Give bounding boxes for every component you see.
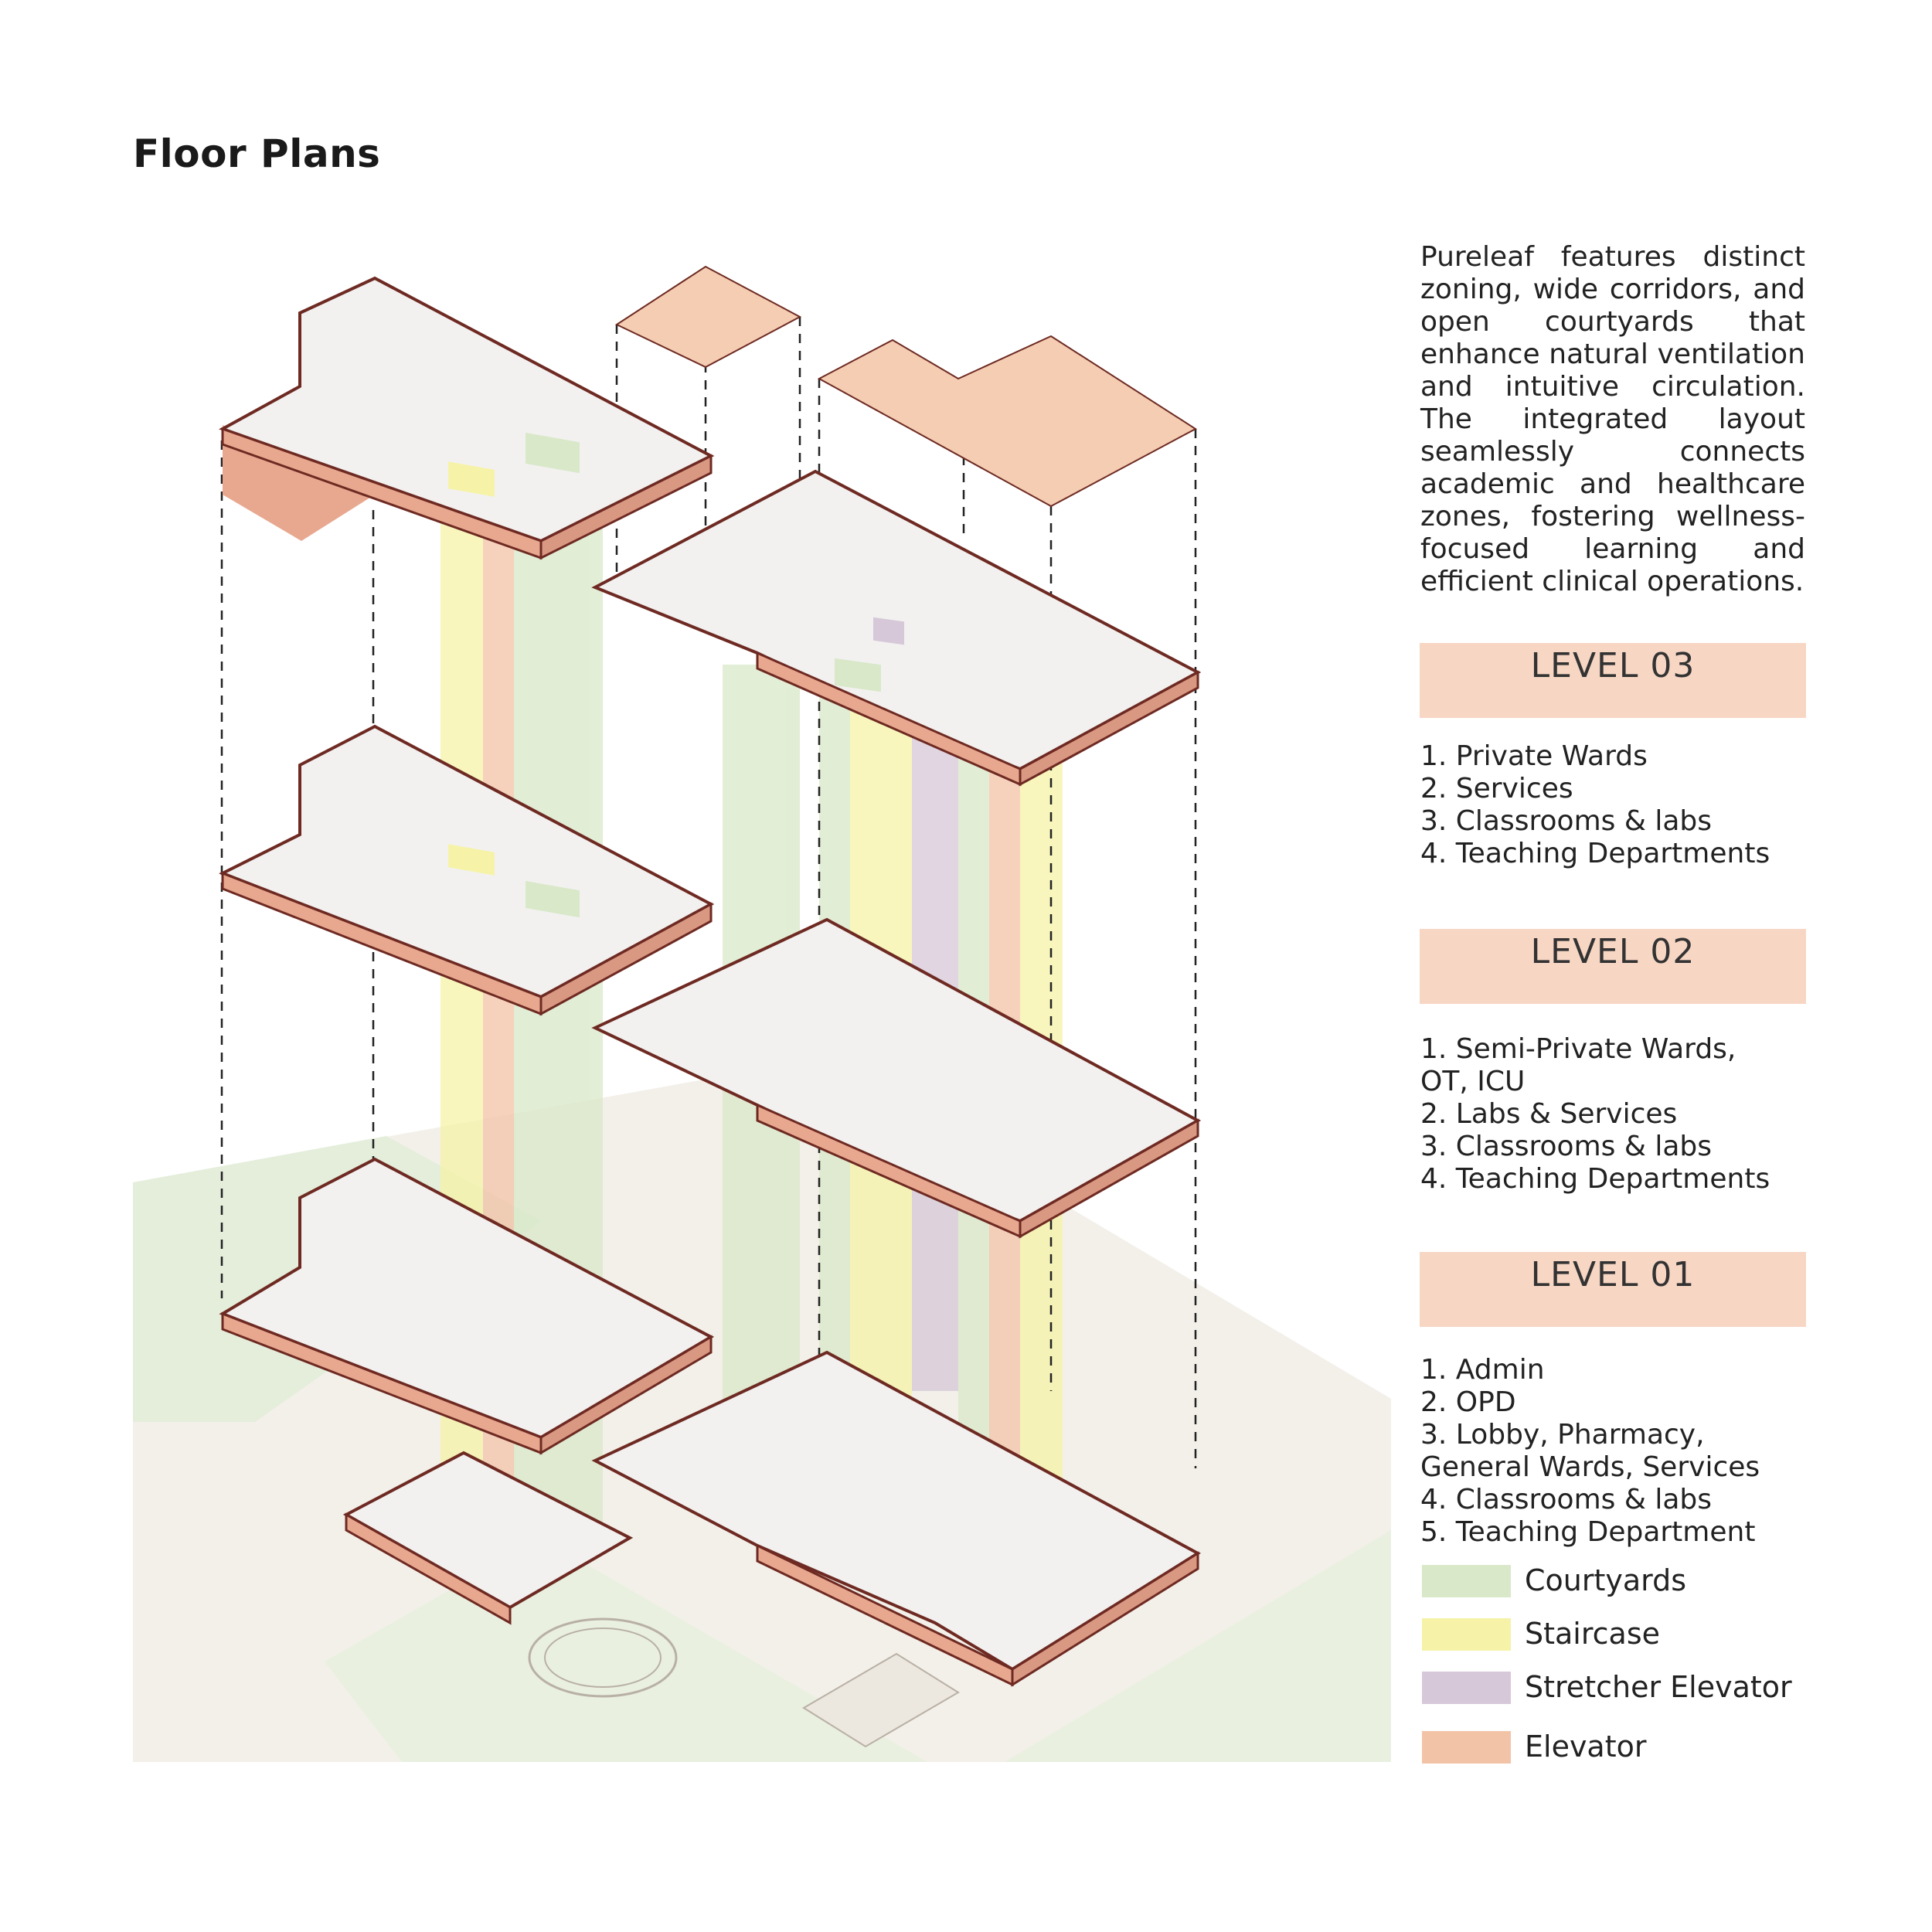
list-item: 1. Admin xyxy=(1420,1354,1545,1386)
list-item: 1. Private Wards xyxy=(1420,740,1648,772)
elevator-swatch xyxy=(1422,1731,1511,1764)
list-item: 2. Labs & Services xyxy=(1420,1098,1678,1130)
list-item: 4. Classrooms & labs xyxy=(1420,1484,1713,1515)
level-01-heading: LEVEL 01 xyxy=(1420,1252,1806,1327)
level03-west-wing xyxy=(219,276,715,560)
stretcher-elevator-swatch xyxy=(1422,1672,1511,1704)
level01-west-wing xyxy=(219,1157,715,1455)
list-item: 4. Teaching Departments xyxy=(1420,838,1770,869)
list-item: 5. Teaching Department xyxy=(1420,1516,1756,1548)
legend-label: Courtyards xyxy=(1525,1563,1687,1597)
level-02-heading: LEVEL 02 xyxy=(1420,929,1806,1004)
list-item: 2. Services xyxy=(1420,773,1573,804)
legend-label: Elevator xyxy=(1525,1730,1647,1764)
staircase-swatch xyxy=(1422,1618,1511,1651)
list-item: 1. Semi-Private Wards, OT, ICU xyxy=(1420,1033,1736,1097)
list-item: 4. Teaching Departments xyxy=(1420,1163,1770,1195)
level-01-list: 1. Admin 2. OPD 3. Lobby, Pharmacy, Gene… xyxy=(1420,1354,1822,1549)
level-03-heading: LEVEL 03 xyxy=(1420,643,1806,718)
level01-east-wing xyxy=(591,1350,1201,1687)
level01-south-wing xyxy=(342,1451,634,1625)
page-title: Floor Plans xyxy=(133,131,381,176)
level-03-list: 1. Private Wards 2. Services 3. Classroo… xyxy=(1420,740,1822,870)
project-description: Pureleaf features distinct zoning, wide … xyxy=(1420,241,1805,597)
courtyards-swatch xyxy=(1422,1565,1511,1597)
legend-label: Staircase xyxy=(1525,1617,1661,1651)
list-item: 2. OPD xyxy=(1420,1386,1516,1418)
roof-plates xyxy=(614,265,1197,508)
level03-east-wing xyxy=(591,469,1202,787)
level02-east-wing xyxy=(591,917,1202,1239)
level02-west-wing xyxy=(219,724,715,1016)
legend-label: Stretcher Elevator xyxy=(1525,1670,1792,1704)
list-item: 3. Lobby, Pharmacy, General Wards, Servi… xyxy=(1420,1419,1760,1483)
level-02-list: 1. Semi-Private Wards, OT, ICU 2. Labs &… xyxy=(1420,1033,1776,1196)
list-item: 3. Classrooms & labs xyxy=(1420,1131,1713,1162)
list-item: 3. Classrooms & labs xyxy=(1420,805,1713,837)
